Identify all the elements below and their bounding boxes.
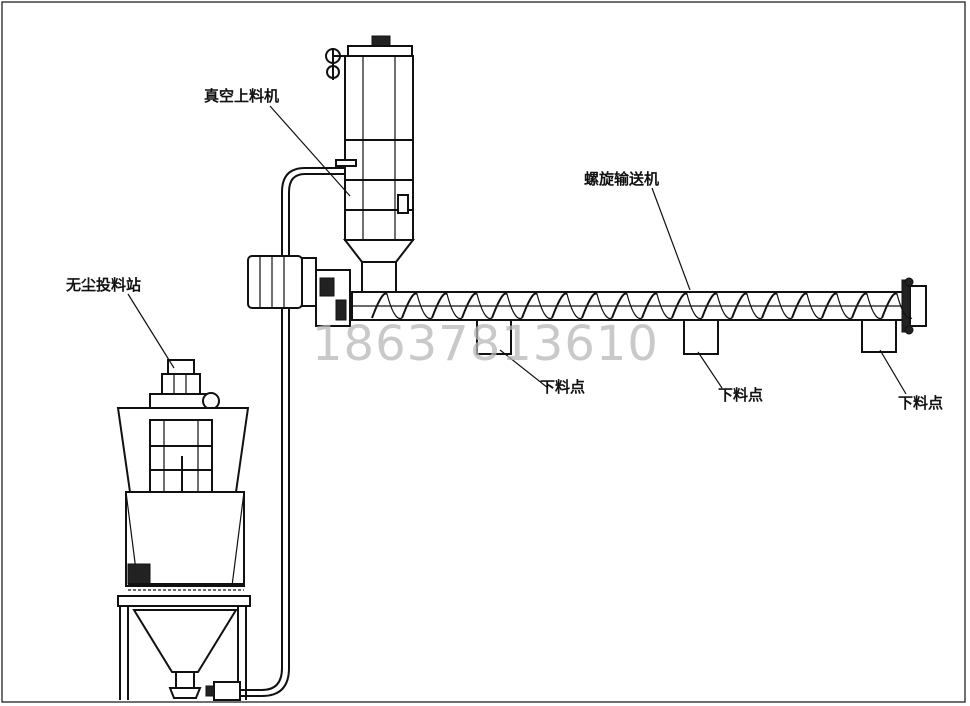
screw-flight-back (656, 293, 673, 320)
label-discharge-point-2: 下料点 (718, 386, 763, 404)
screw-flight-turn (851, 292, 868, 319)
screw-flight-back (506, 293, 523, 320)
watermark-phone-number: 18637813610 (312, 316, 659, 372)
label-discharge-point-1: 下料点 (540, 378, 585, 396)
screw-flight-back (446, 293, 463, 320)
leader-dust-free-station (127, 293, 175, 369)
screw-flight-turn (551, 292, 568, 319)
screw-flight-back (476, 293, 493, 320)
screw-flight-back (746, 293, 763, 320)
discharge-spout-2 (683, 319, 719, 355)
screw-flight-back (566, 293, 583, 320)
screw-flight-turn (731, 292, 748, 319)
conveying-pipe (240, 167, 345, 691)
leader-screw-conveyor (651, 187, 691, 291)
screw-conveyor (247, 255, 927, 355)
screw-flight-turn (491, 292, 508, 319)
screw-flight-turn (701, 292, 718, 319)
screw-flight-back (416, 293, 433, 320)
screw-flight-back (836, 293, 853, 320)
screw-flight (371, 292, 913, 320)
label-screw-conveyor: 螺旋输送机 (584, 170, 659, 188)
screw-flight-turn (431, 292, 448, 319)
screw-flight-turn (611, 292, 628, 319)
screw-flight-back (776, 293, 793, 320)
screw-flight-turn (821, 292, 838, 319)
leader-vacuum-loader (269, 105, 351, 197)
screw-flight-back (806, 293, 823, 320)
screw-flight-back (896, 293, 913, 320)
discharge-spout-1 (476, 319, 512, 355)
screw-flight-back (536, 293, 553, 320)
label-vacuum-loader: 真空上料机 (204, 87, 279, 105)
screw-flight-turn (401, 292, 418, 319)
screw-flight-turn (581, 292, 598, 319)
screw-flight-back (716, 293, 733, 320)
label-dust-free-station: 无尘投料站 (65, 276, 141, 294)
screw-flight-turn (881, 292, 898, 319)
leader-discharge-2 (697, 351, 723, 389)
dust-free-feeding-station (116, 359, 251, 701)
leader-discharge-1 (499, 349, 549, 389)
screw-flight-back (686, 293, 703, 320)
screw-flight-back (626, 293, 643, 320)
screw-flight-back (386, 293, 403, 320)
screw-flight-turn (521, 292, 538, 319)
screw-flight-back (866, 293, 883, 320)
screw-flight-turn (671, 292, 688, 319)
label-discharge-point-3: 下料点 (898, 394, 943, 412)
screw-flight-turn (461, 292, 478, 319)
vacuum-loader (325, 35, 416, 293)
screw-flight-turn (641, 292, 658, 319)
screw-flight-turn (371, 292, 388, 319)
screw-flight-turn (791, 292, 808, 319)
screw-flight-turn (761, 292, 778, 319)
screw-flight-back (596, 293, 613, 320)
discharge-spout-3 (861, 319, 897, 353)
leader-discharge-3 (879, 349, 907, 395)
